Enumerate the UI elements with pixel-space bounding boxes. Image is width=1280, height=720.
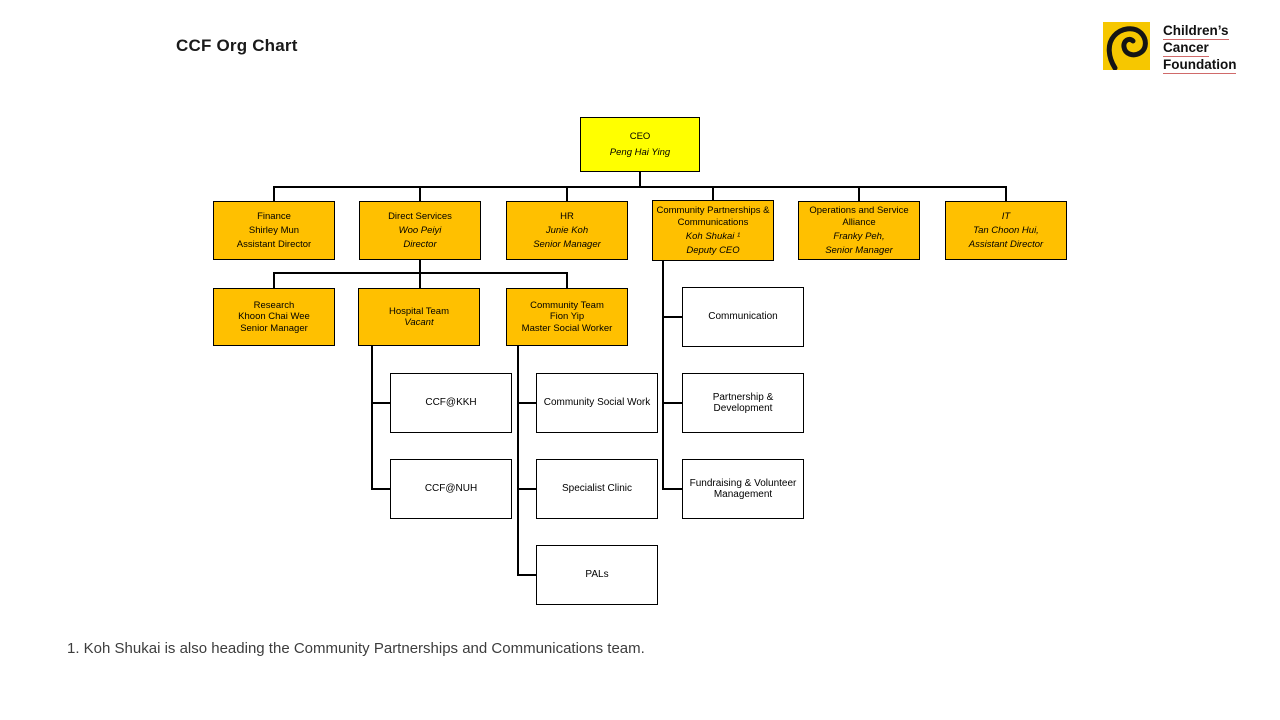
node-title: CCF@KKH [425, 397, 477, 409]
org-node-hr: HR Junie Koh Senior Manager [506, 201, 628, 260]
connector-stub-operations [858, 186, 860, 201]
org-node-community-social-work: Community Social Work [536, 373, 658, 433]
node-role: Assistant Director [968, 238, 1044, 250]
node-title: Communication [708, 311, 778, 323]
node-name: Woo Peiyi [398, 224, 442, 236]
node-name: Franky Peh, [833, 230, 885, 242]
org-node-hospital-team: Hospital Team Vacant [358, 288, 480, 346]
org-node-finance: Finance Shirley Mun Assistant Director [213, 201, 335, 260]
connector-ceo-down [639, 172, 641, 188]
connector-stub-pals [517, 574, 536, 576]
node-name: Vacant [404, 317, 434, 328]
connector-stub-it [1005, 186, 1007, 201]
org-node-pals: PALs [536, 545, 658, 605]
connector-stub-partnership-development [662, 402, 682, 404]
logo-word-1: Children’s [1163, 23, 1229, 40]
node-name: Khoon Chai Wee [238, 311, 310, 323]
org-node-direct-services: Direct Services Woo Peiyi Director [359, 201, 481, 260]
ccf-logo-spiral-icon [1103, 22, 1150, 70]
node-name: Fion Yip [549, 311, 585, 323]
connector-rail-level2 [273, 272, 568, 274]
org-node-partnership-development: Partnership & Development [682, 373, 804, 433]
org-node-ccf-kkh: CCF@KKH [390, 373, 512, 433]
org-node-community-team: Community Team Fion Yip Master Social Wo… [506, 288, 628, 346]
connector-stub-ccf-kkh [371, 402, 390, 404]
node-name: Koh Shukai ¹ [685, 230, 741, 242]
node-role: Senior Manager [533, 238, 601, 250]
node-role: Director [403, 238, 437, 250]
node-name: Peng Hai Ying [609, 146, 671, 158]
connector-stub-direct-services [419, 186, 421, 201]
connector-stub-communication [662, 316, 682, 318]
node-role: Deputy CEO [686, 244, 740, 256]
node-name: Tan Choon Hui, [973, 224, 1039, 236]
node-title: CCF@NUH [424, 483, 478, 495]
logo-word-2: Cancer [1163, 40, 1209, 57]
connector-stub-community-social-work [517, 402, 536, 404]
org-node-specialist-clinic: Specialist Clinic [536, 459, 658, 519]
org-node-ceo: CEO Peng Hai Ying [580, 117, 700, 172]
org-node-community-partnerships: Community Partnerships & Communications … [652, 200, 774, 261]
connector-hospital-down [371, 346, 373, 490]
node-role: Master Social Worker [521, 322, 613, 334]
connector-community-down [517, 346, 519, 576]
org-node-ccf-nuh: CCF@NUH [390, 459, 512, 519]
connector-stub-community-team [566, 272, 568, 288]
org-node-fundraising-volunteer: Fundraising & Volunteer Management [682, 459, 804, 519]
connector-stub-specialist-clinic [517, 488, 536, 490]
node-name: Shirley Mun [248, 224, 300, 236]
page-title: CCF Org Chart [176, 36, 298, 55]
org-node-communication: Communication [682, 287, 804, 347]
org-node-operations-service-alliance: Operations and Service Alliance Franky P… [798, 201, 920, 260]
node-title: HR [560, 210, 574, 222]
node-title: CEO [629, 131, 651, 142]
org-node-research: Research Khoon Chai Wee Senior Manager [213, 288, 335, 346]
node-title: PALs [585, 569, 609, 581]
connector-stub-ccf-nuh [371, 488, 390, 490]
node-title: Fundraising & Volunteer Management [689, 477, 797, 501]
node-title: Research [253, 299, 295, 311]
node-title: Direct Services [388, 210, 452, 222]
ccf-logo: Children’s Cancer Foundation [1103, 22, 1237, 74]
node-title: IT [1001, 210, 1011, 222]
node-title: Operations and Service Alliance [809, 205, 909, 228]
node-role: Assistant Director [236, 238, 312, 250]
node-role: Senior Manager [240, 322, 308, 334]
org-node-it: IT Tan Choon Hui, Assistant Director [945, 201, 1067, 260]
node-title: Community Social Work [543, 397, 651, 409]
connector-stub-hr [566, 186, 568, 201]
node-title: Community Team [530, 299, 604, 311]
footnote: 1. Koh Shukai is also heading the Commun… [67, 640, 645, 657]
connector-partnerships-down [662, 260, 664, 490]
connector-rail-level1 [273, 186, 1007, 188]
node-name: Junie Koh [545, 224, 589, 236]
connector-stub-community-partnerships [712, 186, 714, 201]
connector-stub-research [273, 272, 275, 288]
connector-stub-finance [273, 186, 275, 201]
node-role: Senior Manager [825, 244, 893, 256]
node-title: Finance [257, 210, 291, 222]
connector-stub-fundraising [662, 488, 682, 490]
node-title: Partnership & Development [712, 391, 774, 415]
ccf-logo-wordmark: Children’s Cancer Foundation [1163, 22, 1237, 74]
node-title: Hospital Team [388, 305, 450, 317]
logo-word-3: Foundation [1163, 57, 1237, 74]
connector-direct-services-down [419, 260, 421, 288]
node-title: Specialist Clinic [561, 483, 633, 495]
node-title: Community Partnerships & Communications [656, 205, 770, 228]
